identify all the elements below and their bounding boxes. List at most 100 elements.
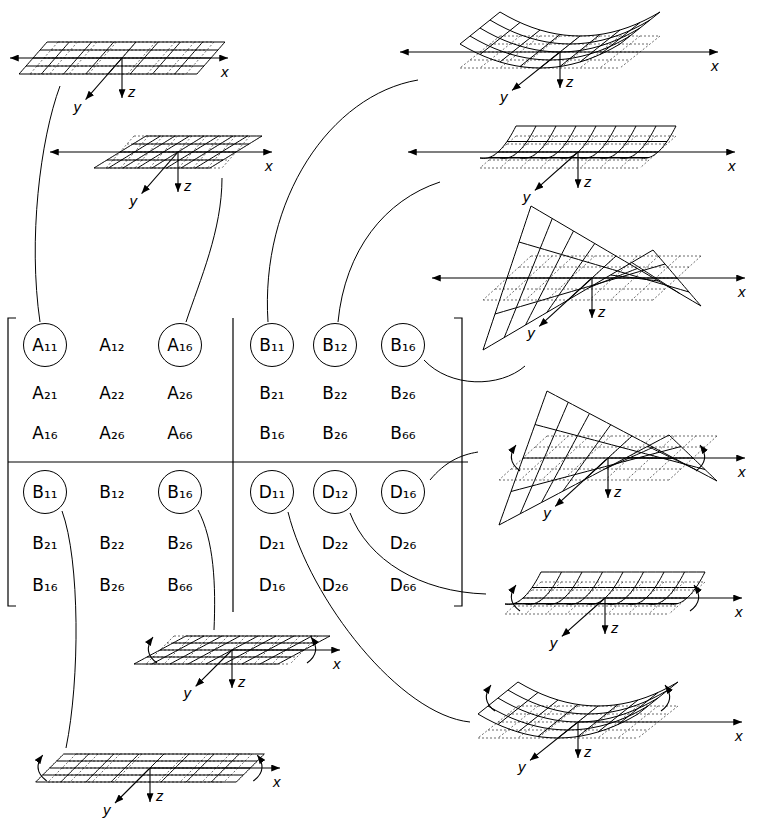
leader-line (430, 452, 478, 480)
deformed-grid (649, 572, 685, 604)
axis-arrow (562, 598, 605, 636)
deformed-grid (628, 572, 664, 604)
axis-label: z (597, 304, 607, 319)
matrix-entry: A₁₂ (99, 335, 124, 355)
circled-coefficient: B₁₆ (381, 323, 425, 367)
deformed-grid (480, 23, 520, 55)
moment-arrow (38, 755, 47, 781)
deformed-grid (500, 12, 660, 36)
deformed-grid (111, 754, 139, 782)
deformed-grid (526, 572, 562, 604)
plate-figure (408, 126, 735, 190)
matrix-entry: B₁₂ (99, 482, 124, 502)
axis-arrow (150, 767, 280, 768)
matrix-entry: A₆₆ (167, 423, 192, 443)
force-arrow (50, 151, 272, 152)
deformed-grid (498, 693, 538, 725)
reference-grid (478, 706, 518, 738)
moment-arrow (696, 445, 705, 471)
axis-label: y (542, 505, 552, 520)
matrix-entry: D₁₆ (259, 575, 286, 595)
axis-arrow (142, 152, 178, 194)
matrix-entry: A₁₆ (32, 423, 57, 443)
coefficient-text: D₁₆ (390, 482, 417, 502)
coefficient-text: A₁₆ (167, 335, 192, 355)
axis-label: z (583, 744, 593, 759)
axis-label: x (734, 728, 744, 743)
circled-coefficient: B₁₁ (250, 323, 294, 367)
deformed-grid (518, 682, 678, 706)
deformed-grid (86, 754, 114, 782)
axis-label: x (272, 774, 282, 789)
coefficient-text: D₁₂ (322, 482, 349, 502)
axis-label: x (737, 464, 747, 479)
axis-label: z (565, 74, 575, 89)
matrix-entry: D₂₂ (322, 533, 349, 553)
axis-label: y (526, 325, 536, 340)
coefficient-text: B₁₁ (259, 335, 284, 355)
deformed-grid (563, 425, 611, 492)
partition-line (232, 318, 233, 612)
axis-label: z (237, 674, 247, 689)
deformed-grid (36, 754, 64, 782)
axis-label: z (155, 788, 165, 803)
axis-arrow (608, 457, 745, 458)
circled-coefficient: D₁₂ (313, 470, 357, 514)
leader-lines (35, 80, 525, 748)
axis-label: y (129, 193, 139, 208)
deformed-grid (500, 126, 536, 158)
deformed-grid (508, 690, 668, 714)
axis-arrow (577, 152, 578, 188)
circled-coefficient: B₁₁ (23, 470, 67, 514)
deformed-grid (531, 206, 701, 306)
circled-coefficient: A₁₆ (158, 323, 202, 367)
axis-label: x (734, 604, 744, 619)
axis-arrow (86, 58, 122, 100)
axis-label: z (610, 620, 620, 635)
deformed-grid (488, 706, 648, 730)
plate-figure (400, 12, 718, 90)
axis-label: y (522, 189, 532, 204)
axis-label: x (737, 284, 747, 299)
axis-arrow (604, 598, 605, 634)
deformed-grid (520, 126, 556, 158)
force-arrow (408, 151, 735, 152)
deformed-grid (499, 435, 669, 525)
axis-label: y (183, 685, 193, 700)
matrix-entry: B₂₂ (99, 533, 124, 553)
matrix-entry: B₂₆ (322, 423, 347, 443)
coefficient-text: B₁₆ (390, 335, 415, 355)
deformed-grid (600, 23, 640, 55)
axis-label: y (102, 802, 112, 817)
matrix-entry: B₂₁ (259, 383, 284, 403)
matrix-entry: D₂₆ (390, 533, 417, 553)
matrix-entry: B₂₁ (32, 533, 57, 553)
plate-figure (432, 206, 745, 350)
moment-arrow (148, 637, 157, 663)
axis-label: x (220, 64, 230, 79)
plate-figure (505, 572, 742, 636)
axis-label: x (264, 158, 274, 173)
deformed-grid (520, 35, 560, 67)
moment-arrow (511, 445, 520, 471)
axis-arrow (177, 152, 178, 192)
deformed-grid (505, 572, 541, 604)
deformed-grid (608, 572, 644, 604)
deformed-grid (478, 682, 518, 714)
deformed-grid (542, 414, 590, 503)
moment-arrow (661, 685, 670, 711)
matrix-entry: B₂₆ (99, 575, 124, 595)
axis-label: x (727, 158, 737, 173)
deformed-grid (638, 682, 678, 714)
axis-arrow (231, 650, 232, 688)
axis-label: z (183, 178, 193, 193)
deformed-grid (500, 30, 540, 62)
matrix-entry: A₂₆ (167, 383, 192, 403)
deformed-grid (540, 126, 576, 158)
plate-figure (499, 391, 745, 525)
plate-figure (10, 42, 228, 100)
leader-line (288, 512, 470, 722)
axis-label: y (73, 99, 83, 114)
